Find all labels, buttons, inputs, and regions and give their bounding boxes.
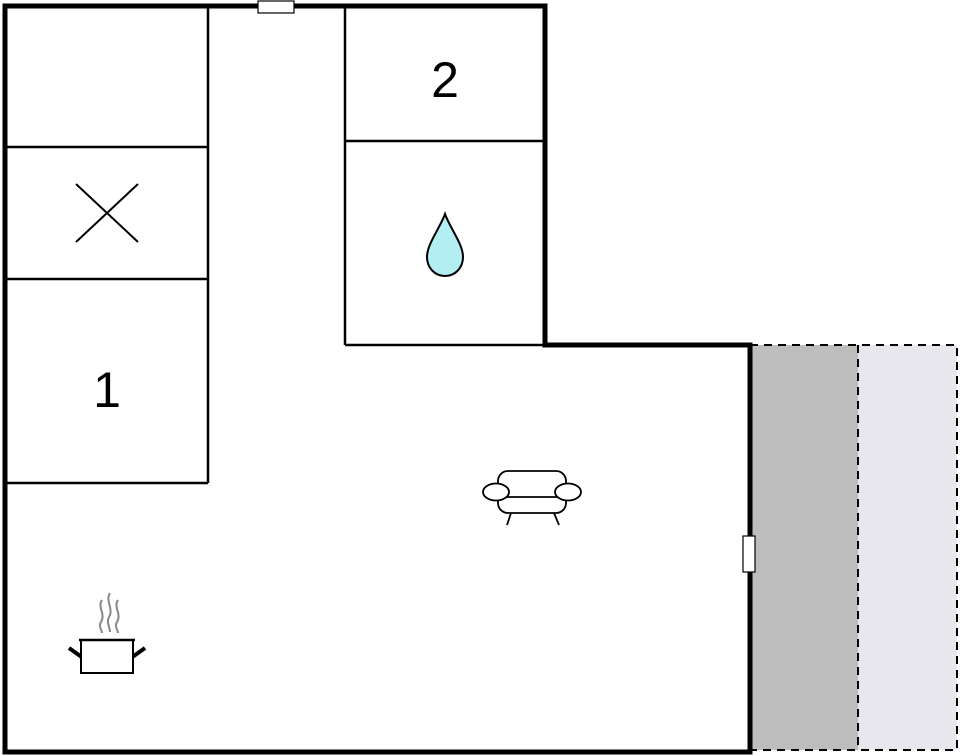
cooking-pot-icon [67, 592, 147, 674]
terrace-outline [750, 344, 958, 751]
sofa-icon [482, 470, 582, 526]
door-terrace [742, 535, 756, 573]
interior-walls [5, 6, 544, 485]
terrace-open [858, 345, 957, 750]
terrace-covered [750, 345, 858, 750]
room-label-bedroom-2: 2 [431, 52, 459, 108]
room-label-bedroom-1: 1 [93, 362, 121, 418]
water-drop-icon [425, 211, 465, 278]
window-top [257, 0, 295, 14]
cross-icon [75, 183, 139, 243]
exterior-walls [2, 3, 753, 755]
